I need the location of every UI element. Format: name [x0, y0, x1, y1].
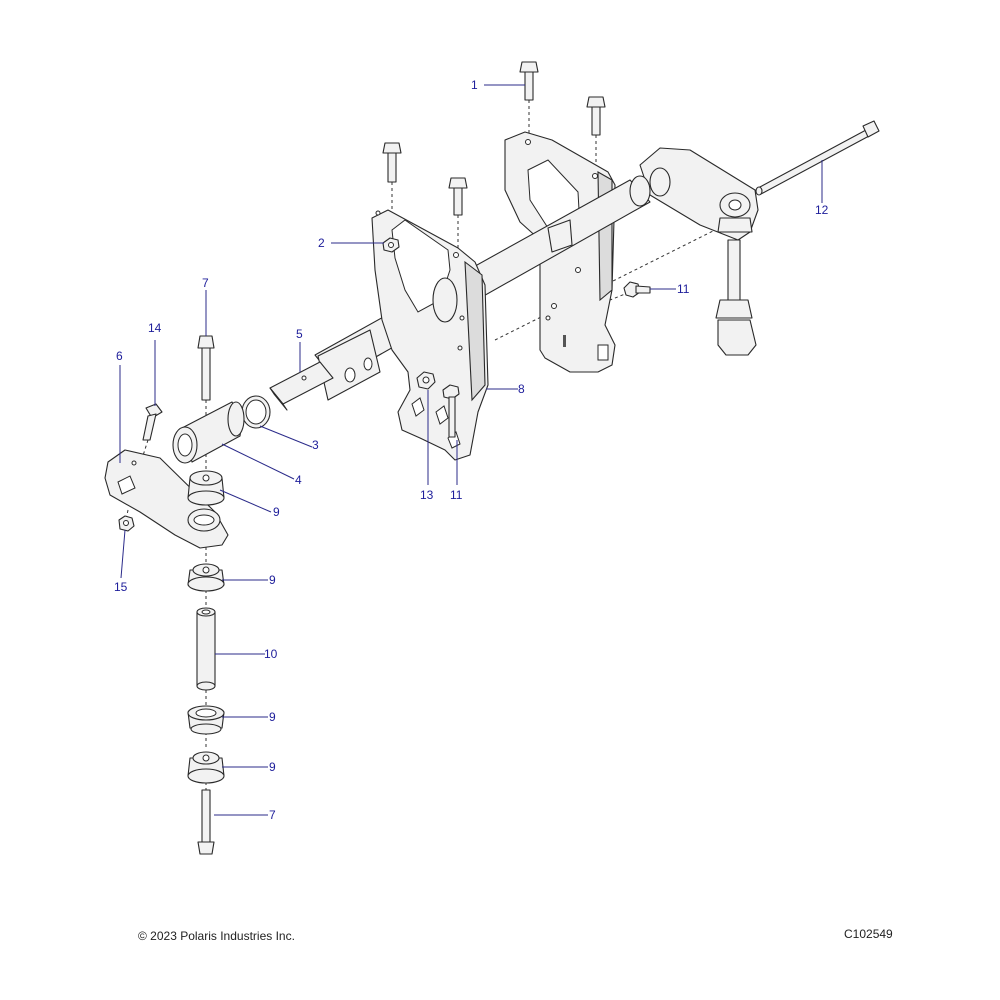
- callout-9-c: 9: [269, 710, 276, 724]
- part-8-front-bracket: [371, 209, 489, 461]
- part-1-bolt-b: [586, 96, 606, 136]
- assembly-guide-lines: [125, 100, 736, 790]
- part-3-o-ring: [241, 395, 271, 429]
- part-9-bushing-a: [187, 470, 225, 506]
- part-15-nut: [118, 515, 135, 532]
- figure-id-label: C102549: [844, 927, 893, 941]
- part-4-splined-bushing: [172, 401, 245, 464]
- part-7-bolt-bottom: [197, 789, 215, 855]
- callout-9-b: 9: [269, 573, 276, 587]
- callout-3: 3: [312, 438, 319, 452]
- part-5-inner-shaft: [269, 329, 381, 411]
- part-14-bolt: [142, 403, 163, 441]
- part-11-bolt-rear: [623, 281, 651, 298]
- callout-6: 6: [116, 349, 123, 363]
- callout-7-top: 7: [202, 276, 209, 290]
- callout-9-d: 9: [269, 760, 276, 774]
- callout-15: 15: [114, 580, 128, 594]
- callout-11-rear: 11: [677, 282, 690, 296]
- callout-1: 1: [471, 78, 478, 92]
- part-1-bolt-d: [448, 177, 468, 216]
- part-9-bushing-c: [187, 705, 225, 735]
- part-12-long-bolt: [755, 120, 880, 196]
- callout-9-a: 9: [273, 505, 280, 519]
- callout-7-bottom: 7: [269, 808, 276, 822]
- copyright-text: © 2023 Polaris Industries Inc.: [138, 929, 295, 943]
- callout-8: 8: [518, 382, 525, 396]
- callout-labels: 1 2 3 4 5 6 7 8 9 9 9 9 10 11 11 12 13 1…: [114, 78, 829, 822]
- part-7-bolt-top: [197, 335, 215, 401]
- rear-bracket-assembly: [639, 147, 759, 356]
- part-9-bushing-b: [187, 563, 225, 592]
- part-10-spacer-tube: [196, 607, 216, 691]
- callout-12: 12: [815, 203, 829, 217]
- callout-5: 5: [296, 327, 303, 341]
- part-1-bolt-a: [519, 61, 539, 101]
- callout-13: 13: [420, 488, 434, 502]
- callout-2: 2: [318, 236, 325, 250]
- callout-leader-lines: [119, 84, 823, 816]
- part-6-lower-arm: [104, 449, 229, 549]
- part-13-flange-nut: [416, 371, 436, 390]
- callout-10: 10: [264, 647, 278, 661]
- part-11-bolt-front: [442, 384, 460, 438]
- part-9-bushing-d: [187, 751, 225, 784]
- callout-11-front: 11: [450, 488, 463, 502]
- callout-4: 4: [295, 473, 302, 487]
- part-2-nut: [382, 237, 400, 253]
- part-1-bolt-c: [382, 142, 402, 183]
- callout-14: 14: [148, 321, 162, 335]
